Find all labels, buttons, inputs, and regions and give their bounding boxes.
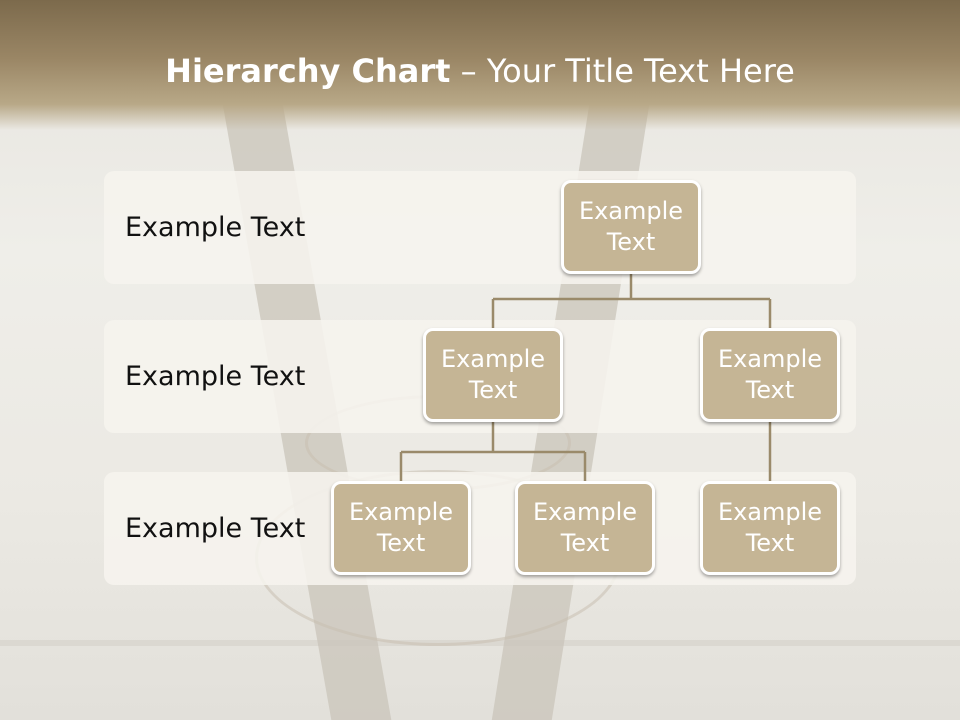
band-label-1: Example Text (125, 212, 306, 243)
node-level2-left-label: Example Text (440, 344, 546, 404)
node-level2-left: Example Text (423, 328, 563, 422)
node-level3-b: Example Text (515, 481, 655, 575)
node-level3-b-label: Example Text (532, 497, 638, 557)
node-level3-a-label: Example Text (348, 497, 454, 557)
node-root: Example Text (561, 180, 701, 274)
node-root-label: Example Text (578, 196, 684, 256)
slide-title: Hierarchy Chart – Your Title Text Here (0, 52, 960, 90)
node-level2-right: Example Text (700, 328, 840, 422)
header-band (0, 0, 960, 130)
node-level3-c: Example Text (700, 481, 840, 575)
band-label-3: Example Text (125, 513, 306, 544)
node-level3-a: Example Text (331, 481, 471, 575)
node-level3-c-label: Example Text (717, 497, 823, 557)
title-rest: – Your Title Text Here (450, 52, 795, 90)
node-level2-right-label: Example Text (717, 344, 823, 404)
band-label-2: Example Text (125, 361, 306, 392)
title-bold: Hierarchy Chart (165, 52, 451, 90)
level-band-1 (104, 171, 856, 284)
